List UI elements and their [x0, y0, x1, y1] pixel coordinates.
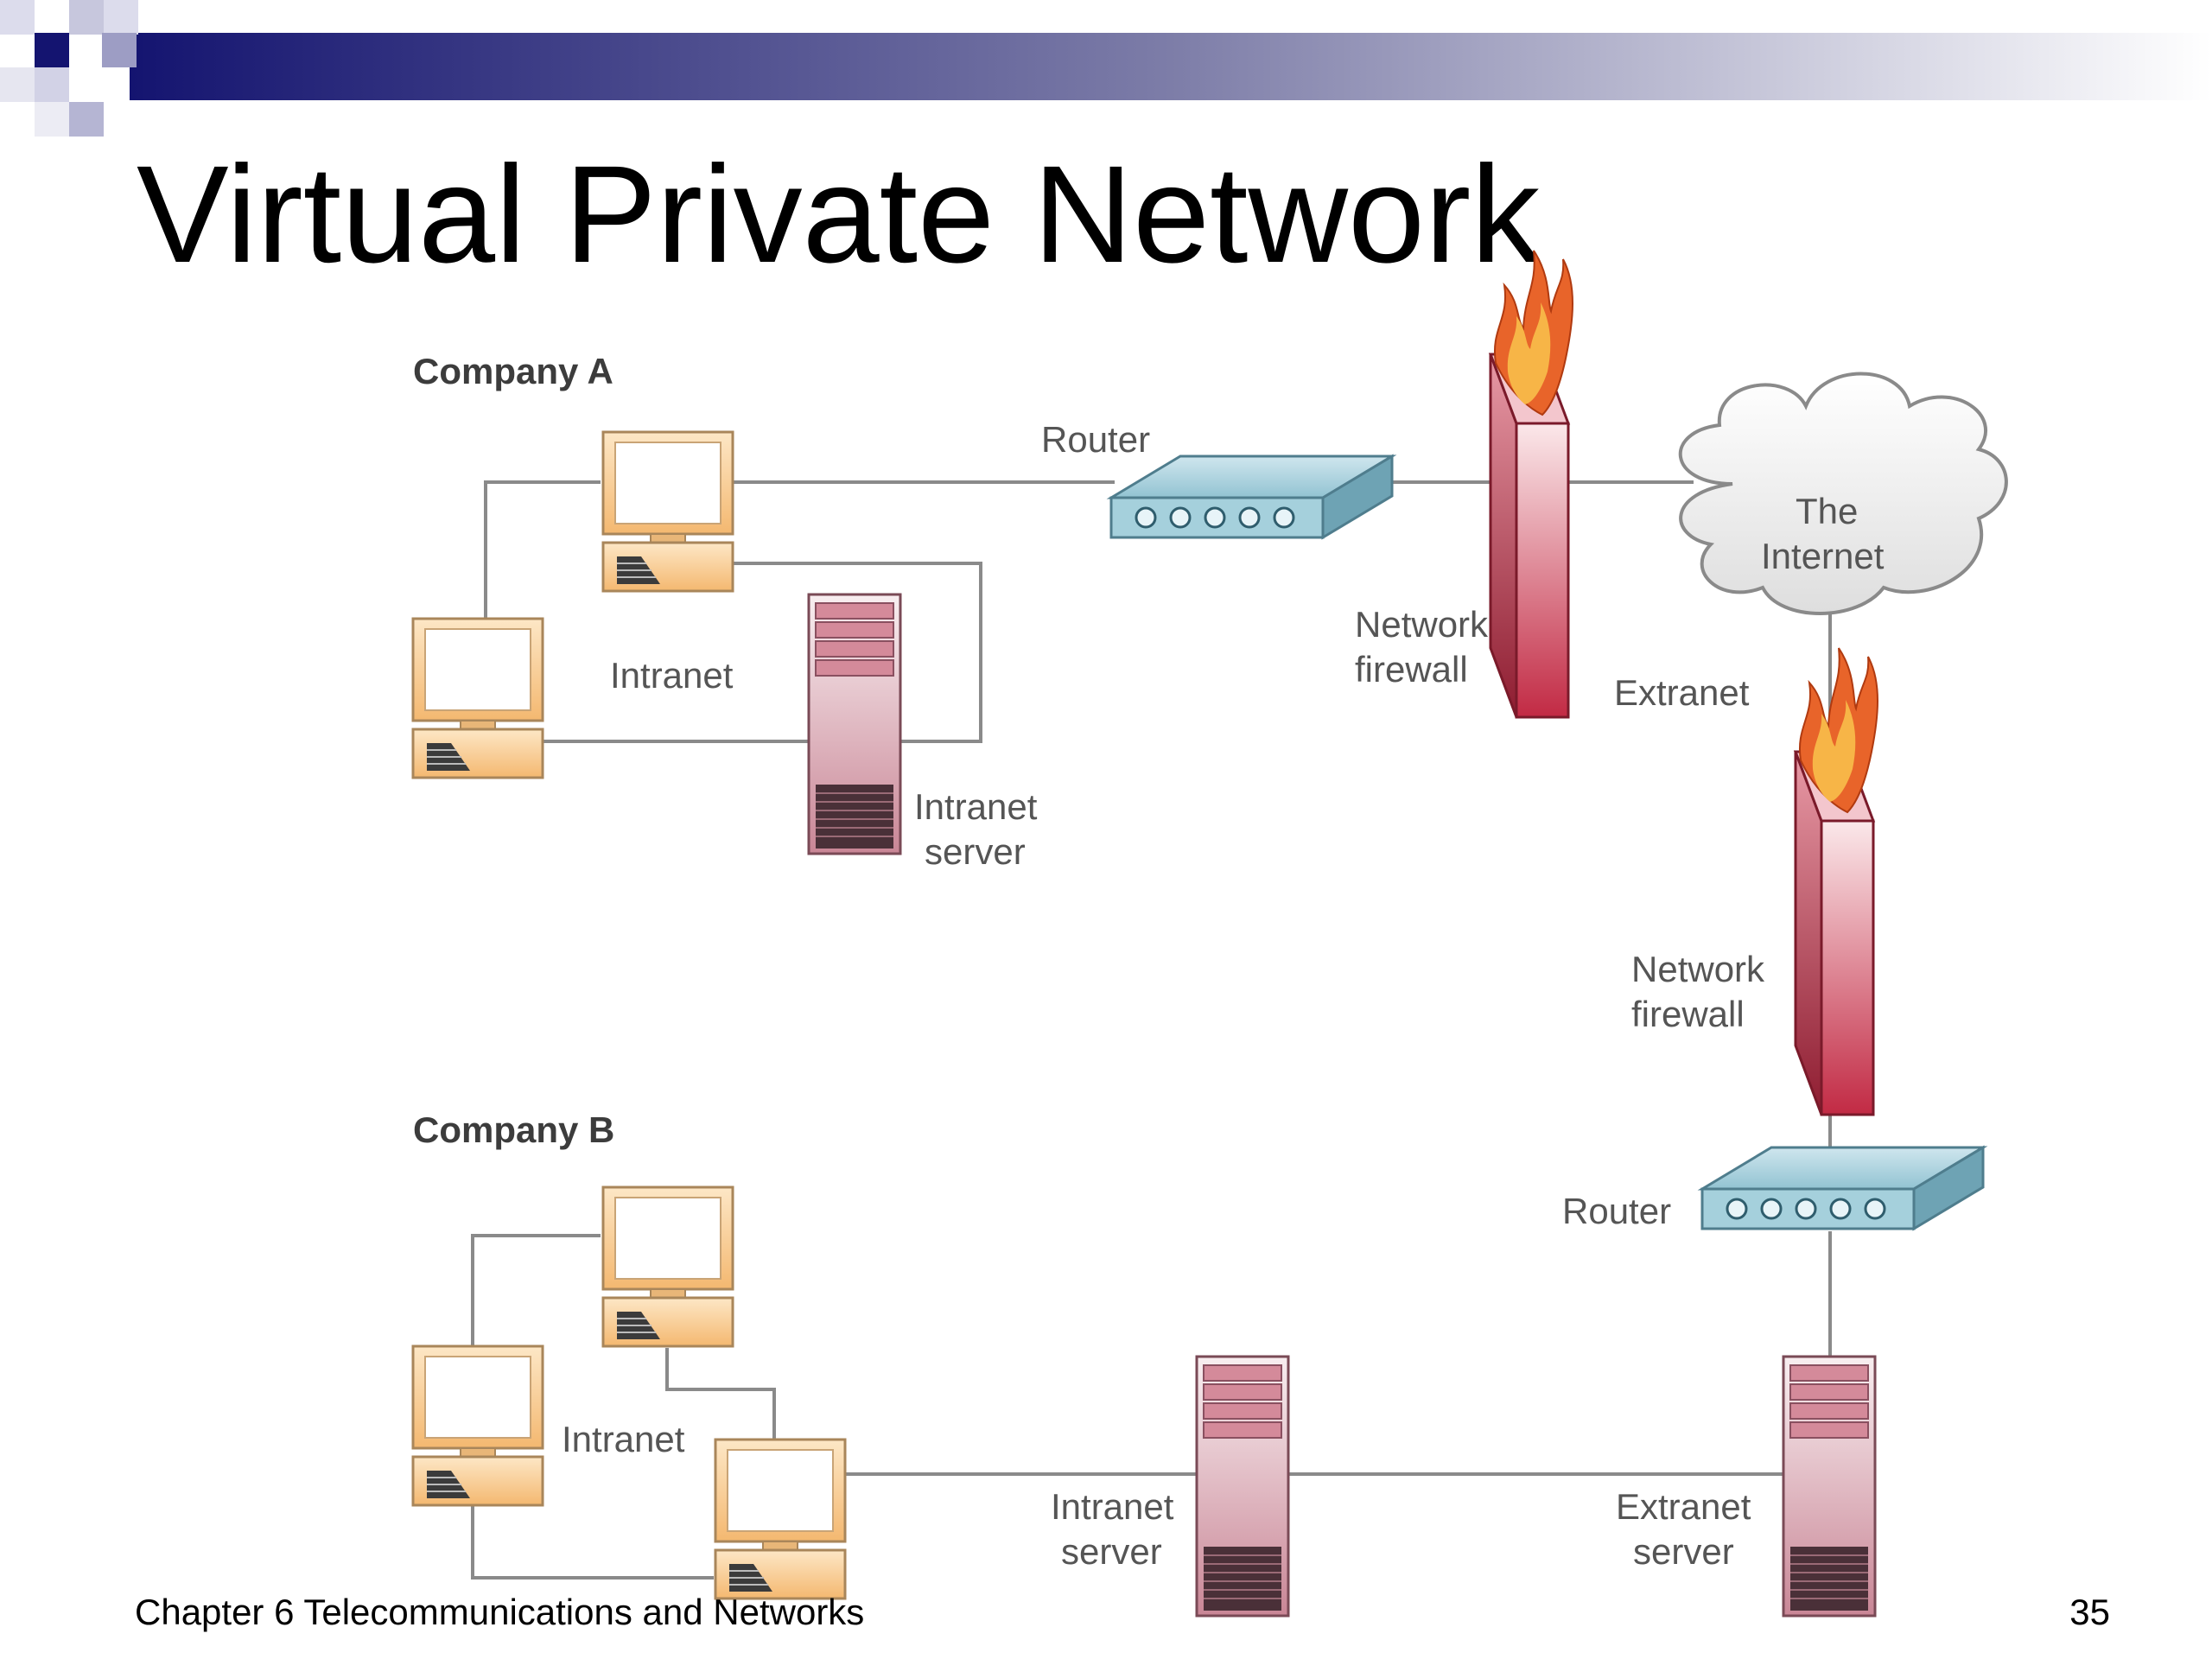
internet-label-1: The	[1796, 491, 1858, 531]
footer-chapter: Chapter 6 Telecommunications and Network…	[135, 1592, 865, 1632]
internet-label-2: Internet	[1761, 536, 1885, 576]
header-band	[0, 0, 2212, 137]
company-b-firewall	[1794, 646, 1879, 1116]
company-a-computer-top	[601, 430, 734, 593]
company-b-intranet-label: Intranet	[562, 1419, 685, 1459]
company-b-computer-bottom	[714, 1438, 847, 1600]
company-b-firewall-label-2: firewall	[1631, 994, 1745, 1034]
company-b-firewall-label-1: Network	[1631, 949, 1765, 989]
company-b-router-label: Router	[1562, 1191, 1671, 1231]
company-a-firewall-label-2: firewall	[1355, 649, 1468, 690]
company-a-router	[1109, 454, 1394, 539]
company-b-extranet-server-label-1: Extranet	[1616, 1486, 1751, 1527]
company-b-intranet-server	[1195, 1355, 1290, 1618]
company-b-intranet-server-label-2: server	[1061, 1531, 1162, 1572]
company-a-firewall-label-1: Network	[1355, 604, 1489, 645]
company-a-intranet-server	[807, 593, 902, 855]
company-b-intranet-server-label-1: Intranet	[1051, 1486, 1174, 1527]
company-b-extranet-server-label-2: server	[1633, 1531, 1734, 1572]
company-b-router	[1700, 1146, 1985, 1230]
company-b-label: Company B	[413, 1109, 614, 1150]
company-b-extranet-server	[1782, 1355, 1877, 1618]
company-b-computer-top	[601, 1185, 734, 1348]
internet-cloud-icon	[1678, 372, 2008, 615]
company-a-router-label: Router	[1041, 419, 1150, 460]
page-title: Virtual Private Network	[137, 137, 1541, 291]
company-a-intranet-label: Intranet	[610, 655, 734, 696]
company-a-server-label-2: server	[925, 831, 1026, 872]
company-a-server-label-1: Intranet	[914, 786, 1038, 827]
company-b-computer-left	[411, 1344, 544, 1507]
company-a-label: Company A	[413, 351, 613, 391]
company-a-firewall	[1489, 249, 1574, 719]
company-a-computer-left	[411, 617, 544, 779]
connection-lines	[471, 480, 1832, 1580]
page-number: 35	[2069, 1592, 2110, 1632]
extranet-label: Extranet	[1614, 672, 1750, 713]
